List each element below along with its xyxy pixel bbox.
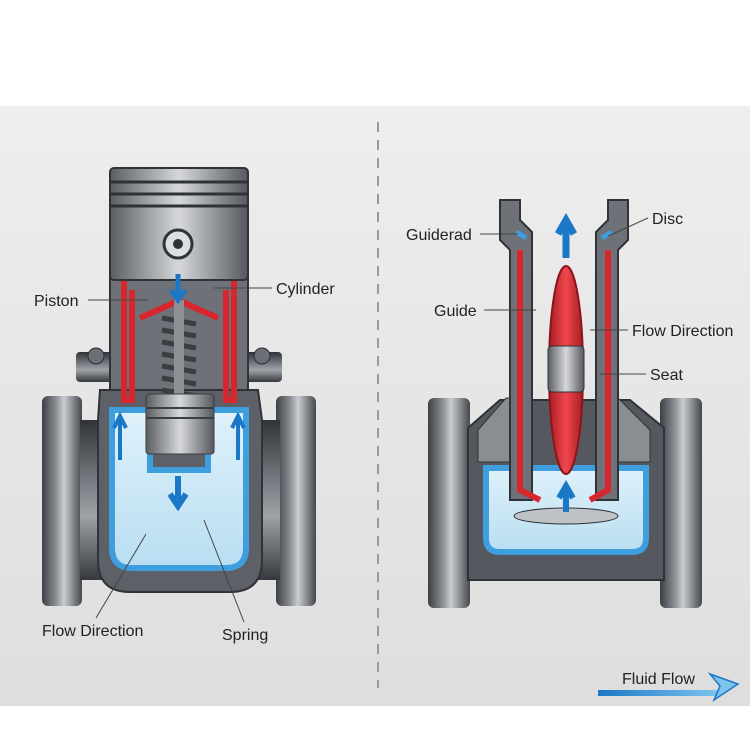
fluid-flow-legend: Fluid Flow (598, 671, 740, 703)
top-piston (109, 167, 249, 281)
bolt-left (87, 347, 105, 365)
left-flow-arrow-down-top (168, 274, 188, 305)
left-flange-right (276, 396, 316, 606)
disc-valve (428, 199, 702, 608)
label-seat: Seat (650, 367, 683, 384)
right-flange-right (660, 398, 702, 608)
disc-hub (547, 345, 585, 393)
guide-tube-left (499, 199, 533, 501)
label-spring: Spring (222, 627, 268, 644)
right-flange-left (428, 398, 470, 608)
right-red-liner-left (517, 250, 542, 503)
label-flow-direction-left: Flow Direction (42, 623, 143, 640)
left-flow-arrow-up-left (112, 411, 128, 460)
label-flow-direction-right: Flow Direction (632, 323, 733, 340)
label-guide: Guide (434, 303, 477, 320)
legend-arrow-icon (707, 672, 740, 703)
right-flow-arrow-up-top (554, 212, 578, 258)
left-labels: Piston Cylinder Flow Direction Spring (34, 281, 335, 644)
label-disc: Disc (652, 211, 683, 228)
right-flow-arrow-up-bottom (556, 480, 576, 512)
left-flange-left (42, 396, 82, 606)
label-guiderad: Guiderad (406, 227, 472, 244)
legend-fluid-flow-label: Fluid Flow (622, 671, 695, 688)
right-labels: Guiderad Disc Guide Flow Direction Seat (406, 211, 733, 384)
label-piston: Piston (34, 293, 78, 310)
lower-piston (145, 393, 215, 455)
piston-valve (42, 167, 316, 606)
legend-flow-bar (598, 690, 718, 696)
left-flow-arrow-down-mid (167, 476, 189, 512)
left-flow-arrow-up-right (230, 411, 246, 460)
label-cylinder: Cylinder (276, 281, 335, 298)
bolt-right (253, 347, 271, 365)
